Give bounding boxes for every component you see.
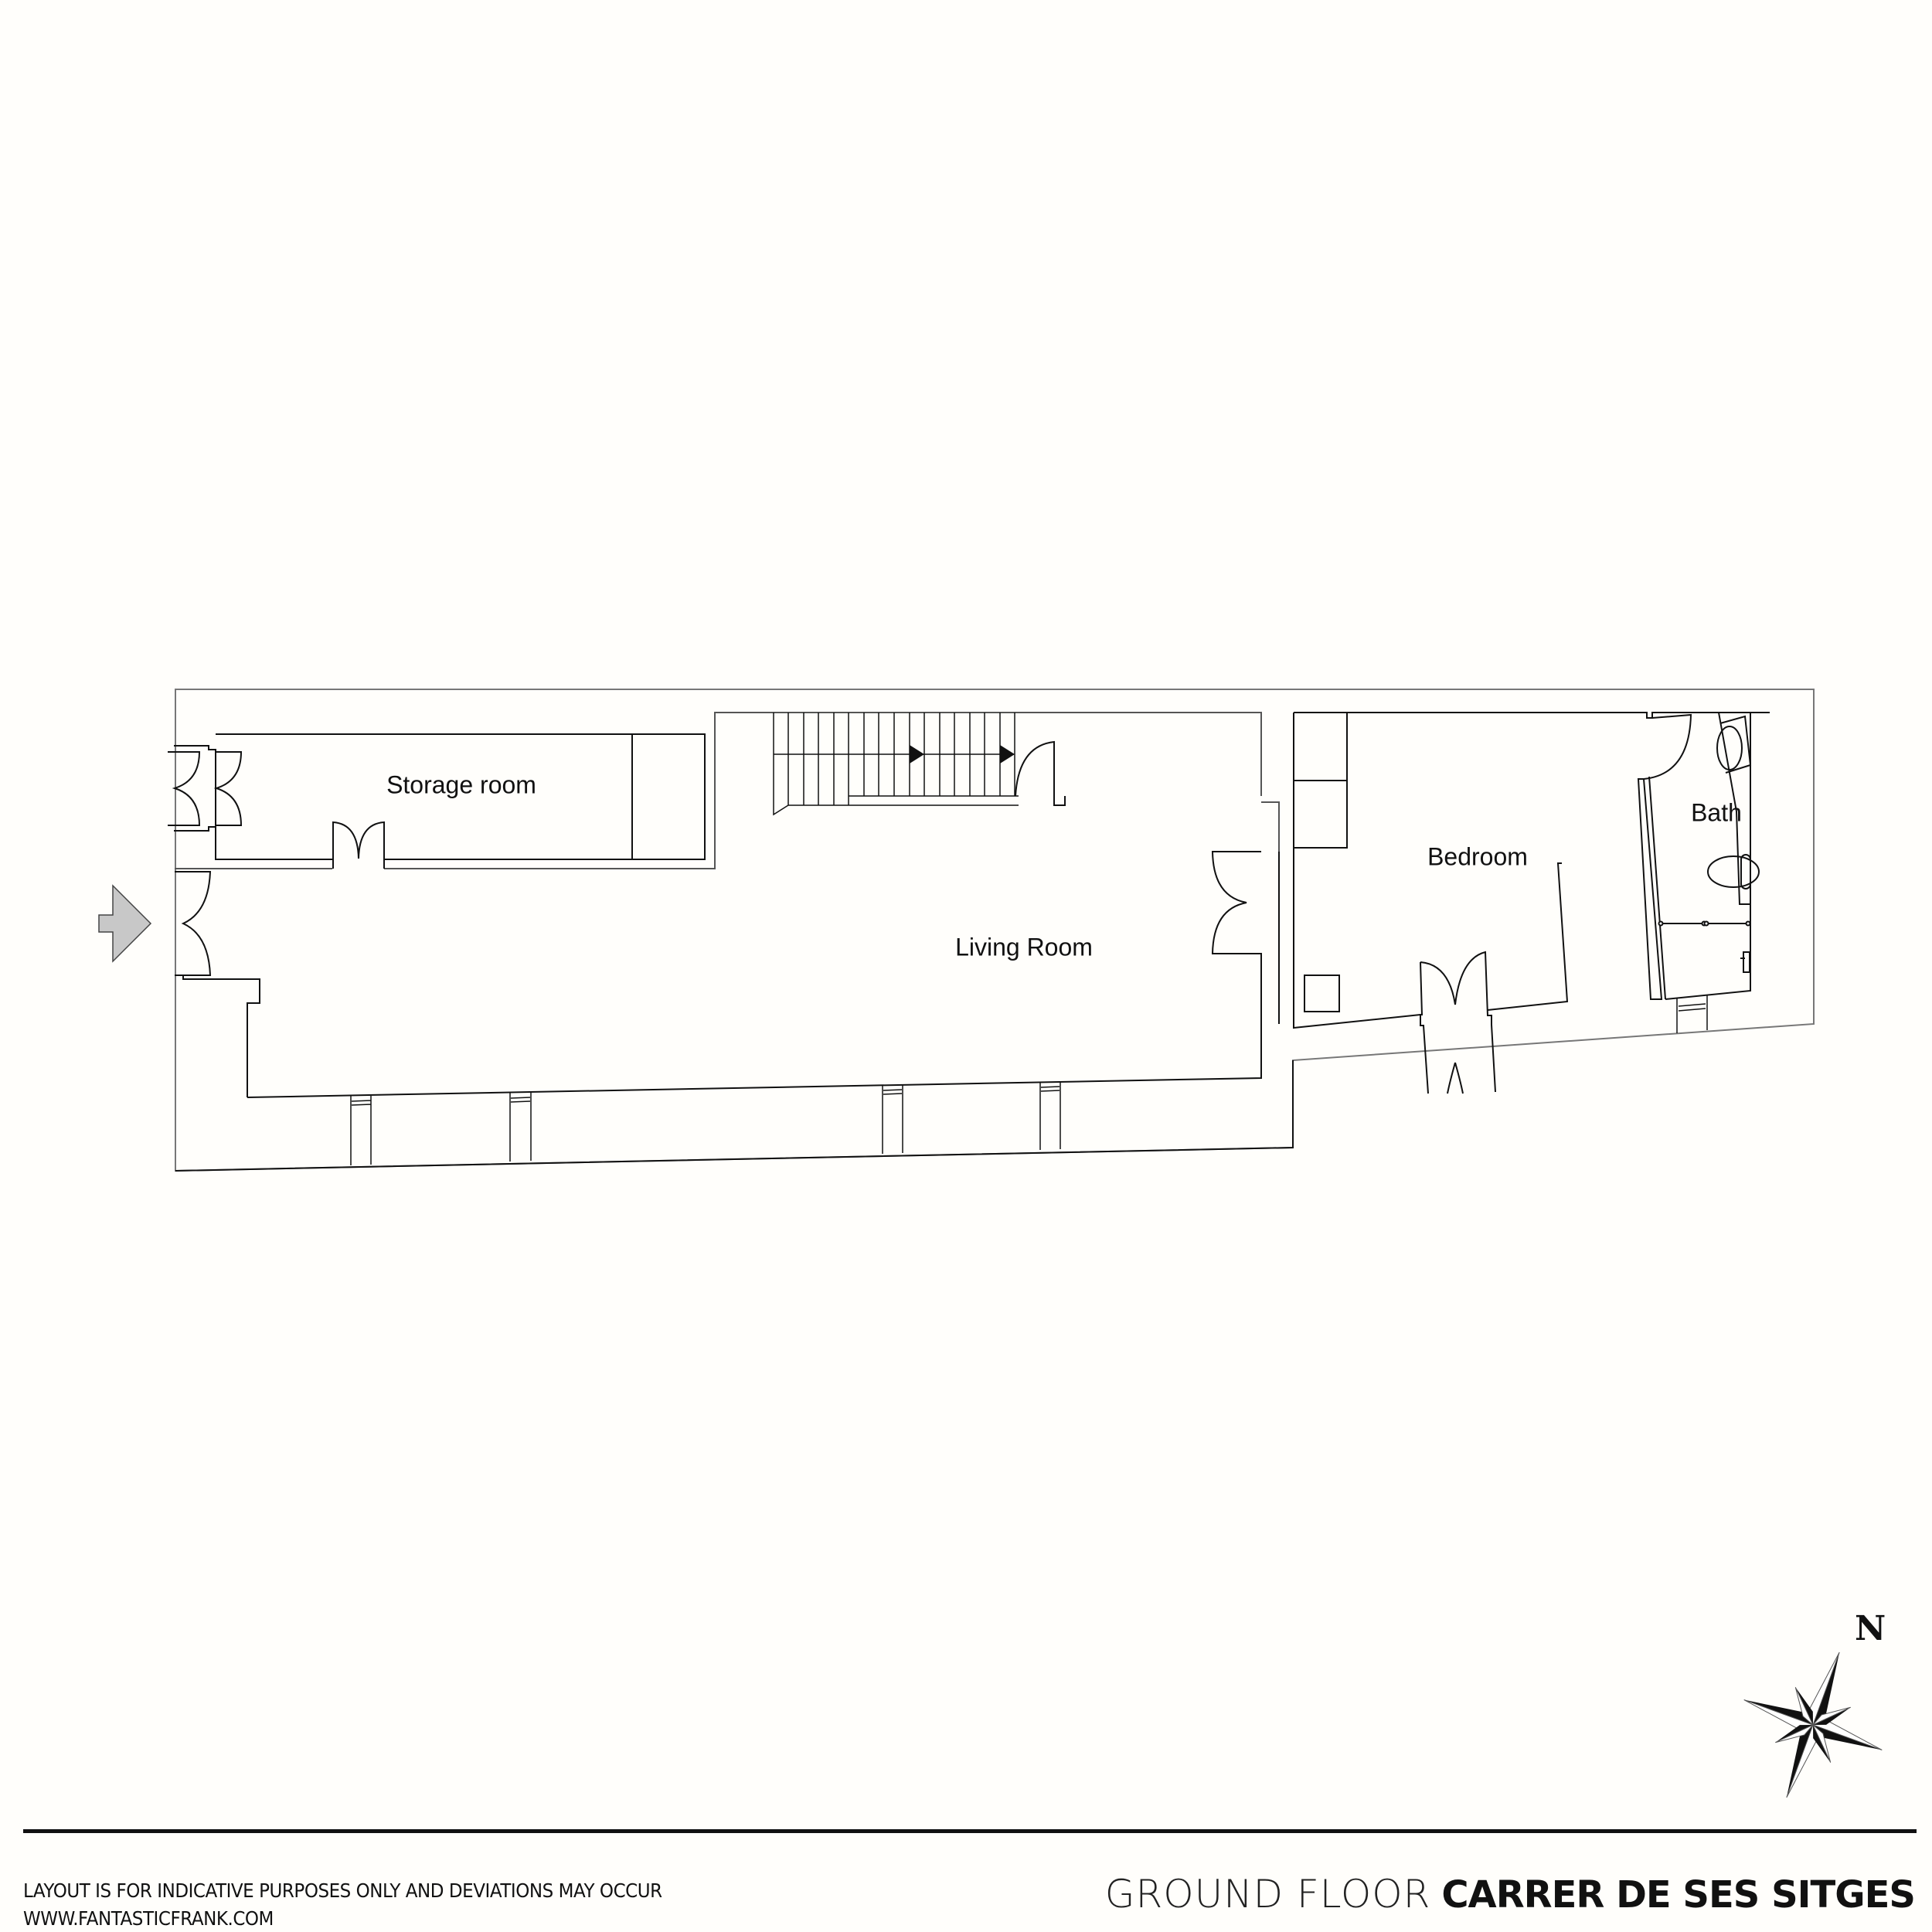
shower-fixture — [1740, 951, 1750, 973]
property-outline — [175, 689, 1815, 1172]
storage-side-door-outer — [168, 751, 201, 826]
living-room-south-wall — [247, 985, 1262, 1098]
entrance-door — [175, 871, 212, 976]
bedroom-entry-door — [1211, 851, 1262, 1078]
south-facade — [175, 1060, 1294, 1172]
bath-walls — [1648, 712, 1751, 1000]
disclaimer-text: LAYOUT IS FOR INDICATIVE PURPOSES ONLY A… — [23, 1879, 662, 1902]
room-label-bath: Bath — [1691, 798, 1742, 827]
entrance-arrow-icon — [98, 884, 152, 963]
storage-outer-wall — [175, 712, 1280, 869]
compass-rose-icon — [1743, 1651, 1883, 1798]
stair-door — [1015, 740, 1066, 806]
property-address: CARRER DE SES SITGES — [1441, 1873, 1916, 1917]
room-label-storage: Storage room — [386, 770, 536, 799]
compass-north-label: N — [1855, 1609, 1886, 1648]
bedroom-garden-door — [1420, 951, 1496, 1094]
storage-double-door — [332, 821, 385, 869]
bath-door — [1643, 713, 1692, 780]
storage-room-walls — [174, 733, 706, 860]
room-label-living: Living Room — [955, 933, 1093, 961]
bath-sink — [1716, 726, 1743, 770]
website-link[interactable]: WWW.FANTASTICFRANK.COM — [23, 1907, 274, 1930]
footer-divider — [23, 1829, 1917, 1833]
bedroom-side-table — [1304, 975, 1340, 1012]
bath-window — [1676, 995, 1708, 1033]
living-room-windows — [350, 1082, 1061, 1165]
bath-toilet — [1707, 855, 1760, 888]
room-label-bedroom: Bedroom — [1427, 842, 1528, 871]
floor-name: GROUND FLOOR — [1104, 1872, 1431, 1917]
storage-side-door-inner — [213, 751, 243, 826]
bedroom-walls — [1293, 712, 1770, 1029]
bedroom-wardrobe — [1294, 712, 1348, 849]
staircase — [773, 713, 1019, 816]
